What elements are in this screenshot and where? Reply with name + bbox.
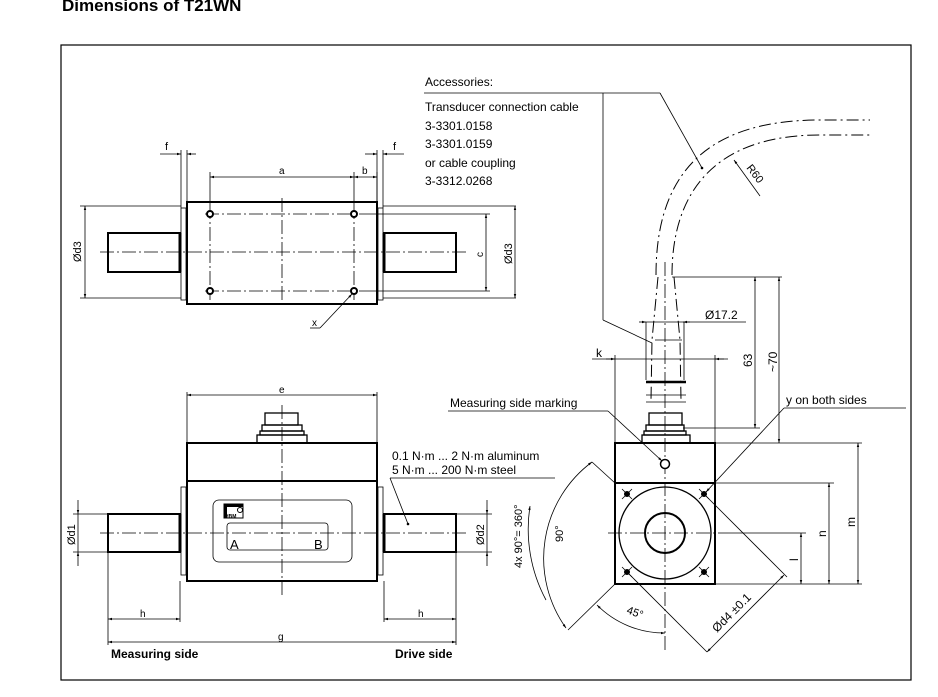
mounting-hole [206,210,214,218]
accessories-callout: Accessories: Transducer connection cable… [424,75,703,344]
connector-top [264,412,299,426]
screw-hole [698,566,710,578]
drive-side-label: Drive side [395,647,453,661]
angle-4x90-label: 4x 90°= 360° [513,504,525,568]
label-x: x [312,318,317,329]
accessories-heading: Accessories: [425,75,493,89]
material-note-line: 5 N·m ... 200 N·m steel [392,463,516,477]
mounting-hole [350,287,358,295]
dim-e: e [279,385,285,396]
accessory-line: Transducer connection cable [425,100,579,114]
dim-b: b [362,166,368,177]
dim-d3-left: Ød3 [72,241,84,262]
logo-text: HBM [225,514,236,520]
angle-45-label: 45° [625,605,645,622]
top-view: f f a b Ød3 c Ød3 x [72,141,517,329]
plate-label-b: B [314,537,323,552]
angle-45-arc [596,604,666,635]
accessory-line: 3-3301.0158 [425,119,493,133]
dim-m: m [844,517,858,527]
accessories-leader-to-cable [659,92,703,169]
dim-a: a [279,166,285,177]
mounting-hole [206,287,214,295]
nameplate [212,499,353,563]
dim-g: g [278,632,284,643]
dim-c: c [475,252,486,257]
dim-h-left: h [140,609,146,620]
dim-70: ~70 [766,351,780,372]
connector-nut [648,412,683,426]
dim-f-left: f [165,141,169,153]
y-both-sides-label: y on both sides [786,393,867,407]
dim-d4: Ød4 ±0.1 [709,590,754,635]
drawing-frame [60,44,912,681]
measuring-side-marking-label: Measuring side marking [450,396,577,410]
dim-d1: Ød1 [66,524,78,545]
dim-diameter-17-2: Ø17.2 [705,308,738,322]
angle-90-arc [543,461,593,629]
mounting-hole [350,210,358,218]
dim-d3-right: Ød3 [503,243,515,264]
plate-label-a: A [230,537,239,552]
page-title: Dimensions of T21WN [62,0,242,15]
end-view: R60 Ø17.2 k 63 ~70 [448,119,906,653]
dim-h-right: h [418,609,424,620]
right-flange [377,207,384,301]
dim-n: n [815,530,829,537]
dim-f-right: f [393,141,397,153]
dim-k: k [596,346,603,360]
accessory-line: or cable coupling [425,156,516,170]
material-note-line: 0.1 N·m ... 2 N·m aluminum [392,449,539,463]
accessory-line: 3-3312.0268 [425,174,493,188]
right-shaft [383,232,457,273]
left-flange [180,207,187,301]
dim-r60: R60 [744,162,766,185]
accessory-line: 3-3301.0159 [425,137,493,151]
cable-outer [655,119,870,276]
dim-d2: Ød2 [475,524,487,545]
measuring-side-label: Measuring side [111,647,199,661]
angle-360-arc [527,505,547,601]
cable-inner [671,134,870,276]
left-shaft [107,232,181,273]
dim-l: l [787,558,801,561]
accessories-leader-to-plug [602,319,653,344]
side-view: HBM A B e Ød1 Ød2 h h g [66,385,555,661]
label-plate [226,522,329,551]
end-view-housing [614,482,716,585]
measuring-side-marking-dot [659,458,671,470]
dim-63: 63 [741,353,755,367]
angle-90-label: 90° [554,525,566,542]
screw-hole [621,488,633,500]
